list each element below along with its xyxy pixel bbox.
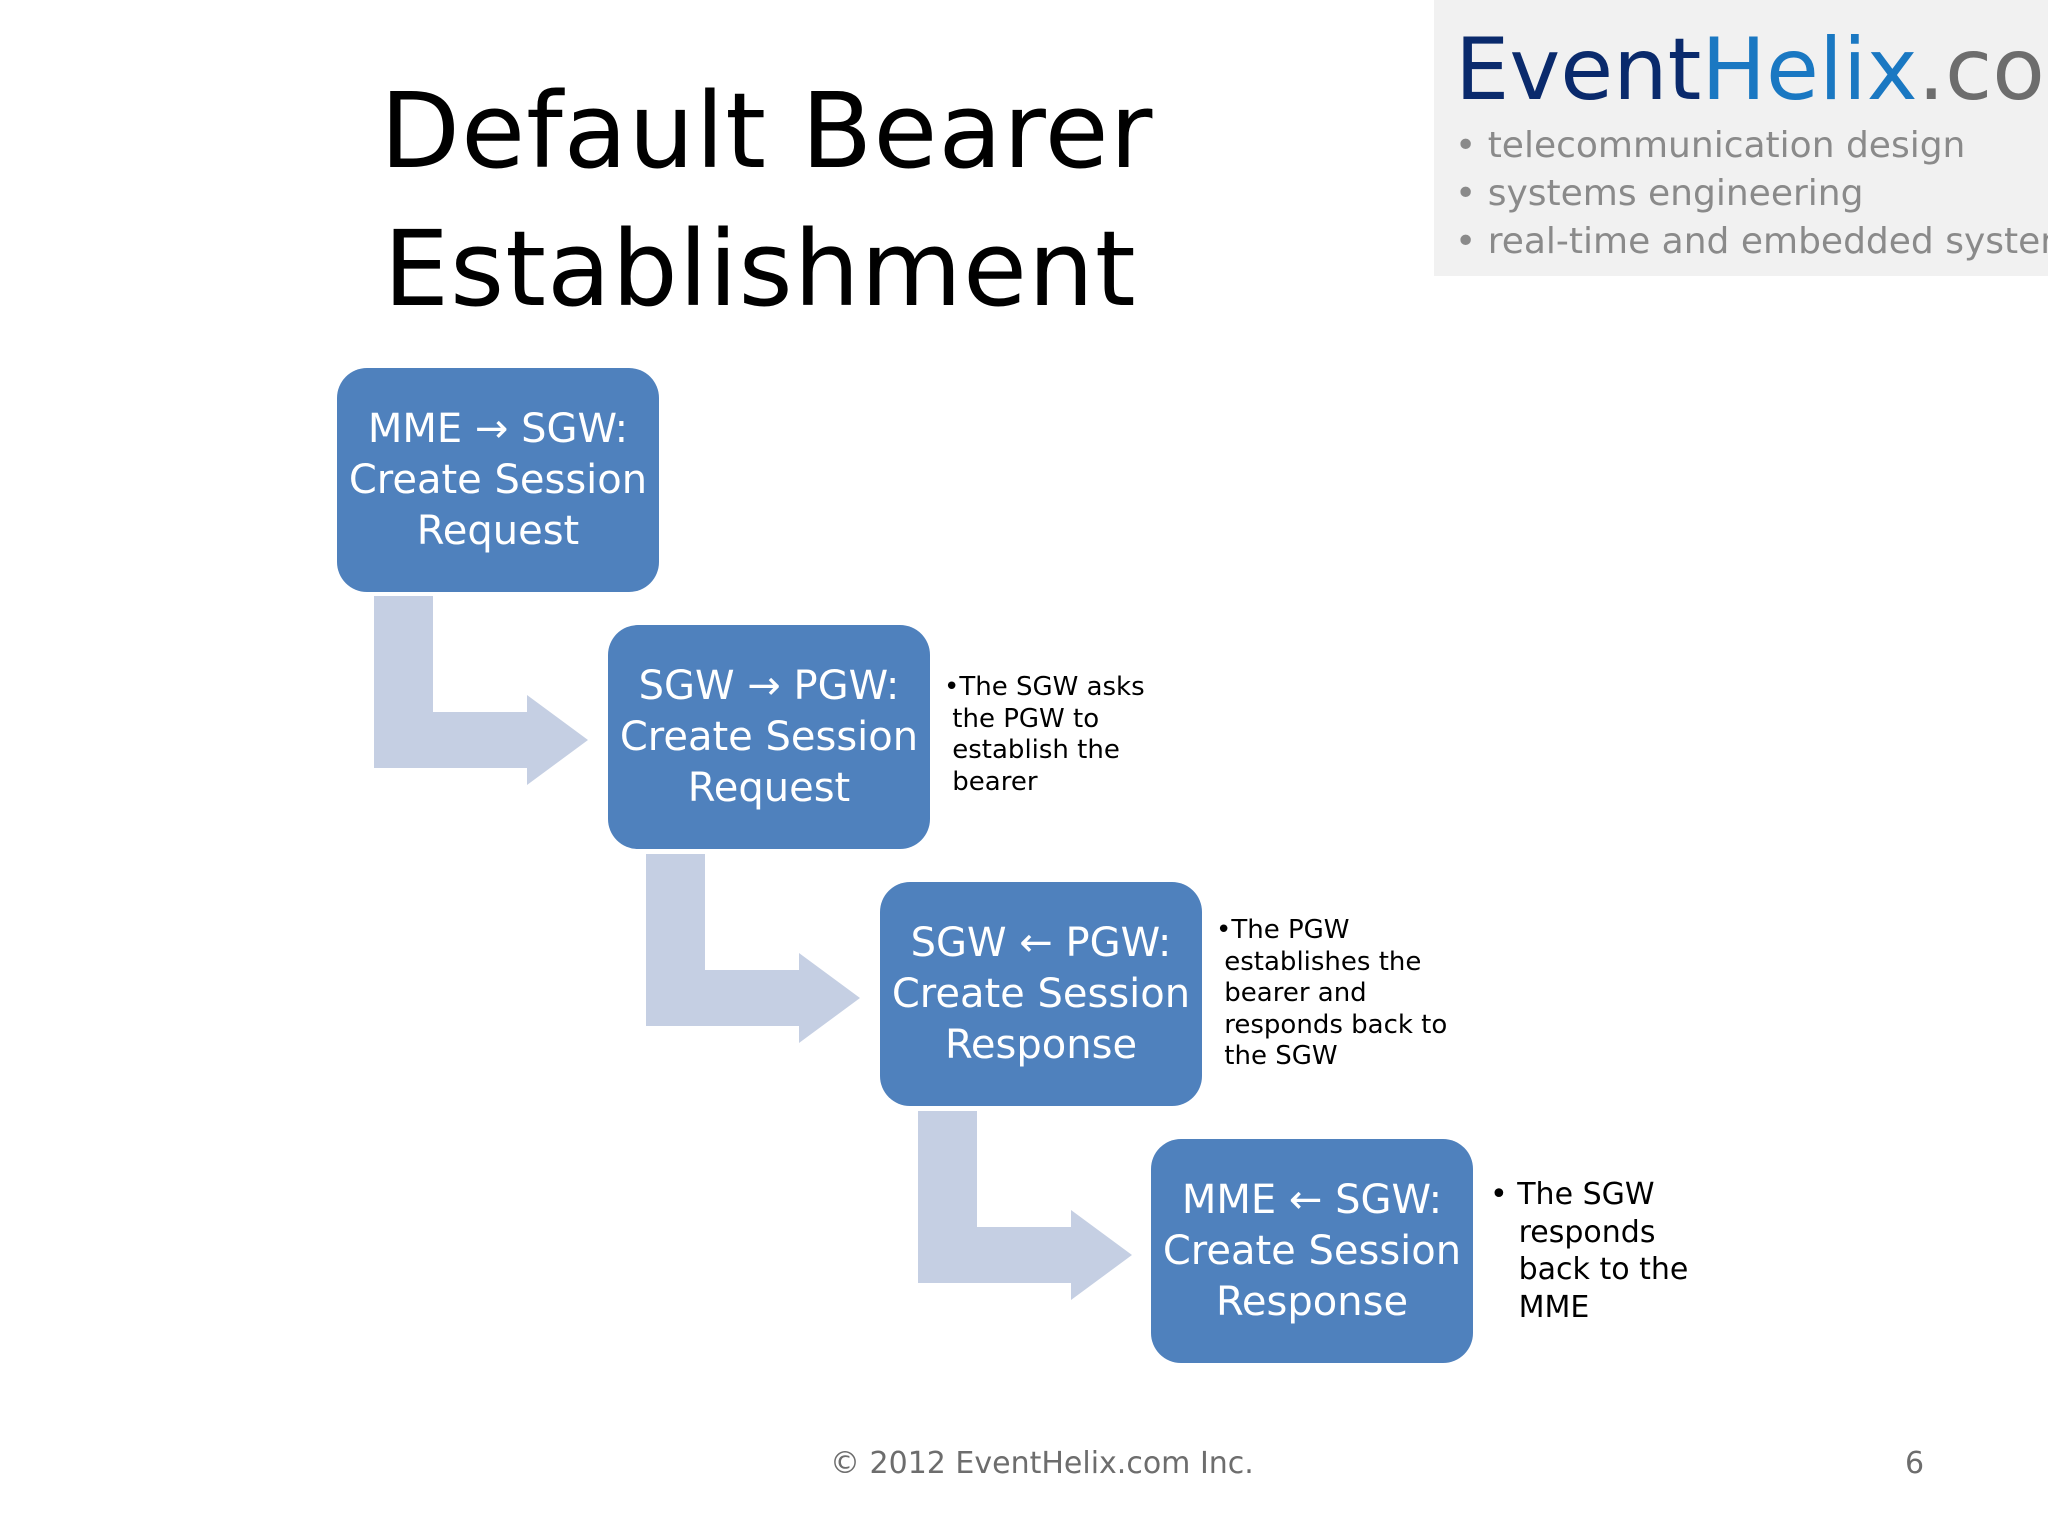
step-mme-sgw-create-session-response: MME ← SGW: Create Session Response [1151, 1139, 1473, 1363]
copyright-footer: © 2012 EventHelix.com Inc. [830, 1446, 1254, 1481]
step-4-note: • The SGW responds back to the MME [1490, 1177, 1689, 1325]
page-number: 6 [1905, 1446, 1925, 1481]
left-arrow-icon: ← [1288, 1176, 1323, 1223]
connector-arrow-1 [374, 596, 588, 785]
tagline: systems engineering [1455, 170, 2048, 218]
step-mme-sgw-create-session-request: MME → SGW: Create Session Request [337, 368, 659, 592]
tagline: telecommunication design [1455, 122, 2048, 170]
connector-arrow-2 [646, 854, 860, 1043]
right-arrow-icon: → [474, 405, 509, 452]
slide-title: Default Bearer Establishment [380, 62, 1154, 338]
left-arrow-icon: ← [1019, 919, 1053, 966]
title-line-1: Default Bearer [380, 70, 1154, 192]
eventhelix-logo: EventHelix.com [1455, 20, 2048, 120]
step-sgw-pgw-create-session-request: SGW → PGW: Create Session Request [608, 625, 930, 849]
brand-taglines: telecommunication design systems enginee… [1455, 122, 2048, 266]
title-line-2: Establishment [383, 208, 1137, 330]
step-2-note: •The SGW asks the PGW to establish the b… [944, 672, 1145, 797]
connector-arrow-3 [918, 1111, 1132, 1300]
step-3-note: •The PGW establishes the bearer and resp… [1216, 915, 1448, 1071]
step-sgw-pgw-create-session-response: SGW ← PGW: Create Session Response [880, 882, 1202, 1106]
tagline: real-time and embedded systems [1455, 218, 2048, 266]
right-arrow-icon: → [747, 662, 781, 709]
